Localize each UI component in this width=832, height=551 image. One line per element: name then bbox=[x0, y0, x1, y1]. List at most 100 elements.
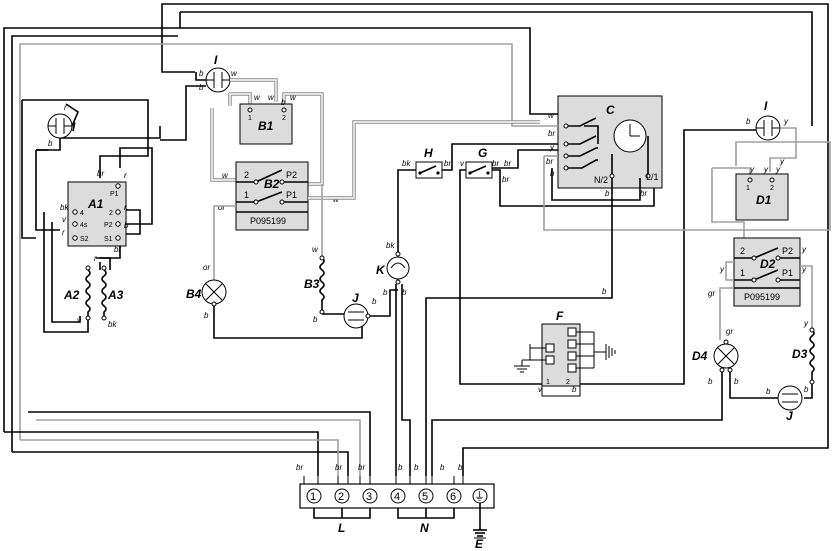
d2-switch: D2 2 P2 1 P1 P095199 y y y gr bbox=[708, 237, 813, 340]
svg-text:gr: gr bbox=[708, 289, 715, 298]
d4-label: D4 bbox=[692, 349, 708, 363]
c-pin-n2: N/2 bbox=[594, 175, 608, 185]
j-mid-motor: J b bbox=[343, 289, 398, 329]
f-pin-2: 2 bbox=[566, 379, 570, 386]
b2-part-number: P095199 bbox=[250, 216, 286, 226]
svg-text:y: y bbox=[763, 165, 769, 174]
terminal-1: 1 bbox=[310, 491, 316, 503]
svg-text:b: b bbox=[440, 463, 445, 472]
b3-heater: B3 w b bbox=[304, 184, 344, 324]
i-top-lamp: I b b w bbox=[160, 53, 278, 141]
svg-text:b: b bbox=[313, 315, 318, 324]
svg-text:v: v bbox=[77, 316, 82, 325]
a1-pin-4s: 4s bbox=[80, 222, 88, 229]
d1-pin-1: 1 bbox=[746, 185, 750, 192]
f-pin-1: 1 bbox=[546, 379, 550, 386]
d4-lamp: D4 gr b b bbox=[431, 327, 778, 476]
svg-text:br: br bbox=[296, 463, 303, 472]
a1-label: A1 bbox=[87, 197, 104, 211]
i-right-lamp: I b y bbox=[746, 99, 797, 172]
i-left-label: I bbox=[72, 120, 76, 134]
svg-text:y: y bbox=[803, 319, 809, 328]
group-l-label: L bbox=[338, 521, 345, 535]
svg-text:P2: P2 bbox=[782, 246, 793, 256]
svg-text:w: w bbox=[268, 93, 275, 102]
svg-text:w: w bbox=[290, 93, 297, 102]
a1-pin-4: 4 bbox=[80, 210, 84, 217]
i-top-label: I bbox=[214, 53, 218, 67]
svg-text:y: y bbox=[749, 165, 755, 174]
k-lamp: K bk b b bbox=[376, 169, 416, 476]
svg-text:b: b bbox=[204, 311, 209, 320]
terminal-3: 3 bbox=[366, 491, 372, 503]
a1-pin-p2: P2 bbox=[104, 222, 113, 229]
svg-text:bk: bk bbox=[386, 241, 395, 250]
d2-box bbox=[733, 237, 801, 307]
b1-block: B1 1 2 w w w b bbox=[210, 92, 324, 186]
g-label: G bbox=[478, 146, 487, 160]
d2-part-number: P095199 bbox=[744, 292, 780, 302]
terminal-4: 4 bbox=[394, 491, 400, 503]
svg-text:b: b bbox=[281, 98, 286, 107]
b1-label: B1 bbox=[258, 119, 274, 133]
i-left-lamp: I r b bbox=[36, 103, 79, 151]
svg-text:v: v bbox=[460, 159, 465, 168]
f-module: F 1 2 v b bbox=[514, 309, 616, 397]
svg-text:w: w bbox=[254, 93, 261, 102]
svg-text:bk: bk bbox=[60, 203, 69, 212]
a1-pin-s1: S1 bbox=[104, 236, 113, 243]
svg-text:b: b bbox=[414, 463, 419, 472]
a2-label: A2 bbox=[63, 288, 80, 302]
svg-text:w: w bbox=[231, 69, 238, 78]
b4-label: B4 bbox=[186, 287, 202, 301]
a1-pin-p1: P1 bbox=[110, 191, 119, 198]
svg-text:1: 1 bbox=[244, 190, 249, 200]
svg-text:v: v bbox=[538, 385, 543, 394]
d2-label: D2 bbox=[760, 257, 776, 271]
group-e-label: E bbox=[475, 537, 484, 551]
svg-text:bk: bk bbox=[108, 320, 117, 329]
svg-text:br: br bbox=[97, 169, 104, 178]
d1-box bbox=[735, 173, 789, 221]
svg-text:gr: gr bbox=[726, 327, 733, 336]
svg-text:b: b bbox=[124, 221, 129, 230]
svg-text:r: r bbox=[62, 228, 65, 237]
group-n-label: N bbox=[420, 521, 429, 535]
svg-text:b: b bbox=[804, 385, 809, 394]
a1-pin-2: 2 bbox=[109, 210, 113, 217]
svg-text:br: br bbox=[492, 159, 499, 168]
svg-text:br: br bbox=[548, 129, 555, 138]
svg-text:y: y bbox=[783, 117, 789, 126]
d1-label: D1 bbox=[756, 193, 772, 207]
svg-text:b: b bbox=[48, 139, 53, 148]
c-timer: C N/2 L/1 w br y br b b br bbox=[425, 95, 831, 476]
svg-text:br: br bbox=[444, 159, 451, 168]
b2-label: B2 bbox=[264, 177, 280, 191]
svg-text:b: b bbox=[199, 83, 204, 92]
svg-text:P2: P2 bbox=[286, 170, 297, 180]
h-switch: H bk br bbox=[402, 143, 560, 179]
svg-text:b: b bbox=[708, 377, 713, 386]
svg-text:b: b bbox=[766, 387, 771, 396]
svg-text:br: br bbox=[335, 463, 342, 472]
svg-text:b: b bbox=[402, 288, 407, 297]
outer-wires bbox=[3, 3, 829, 476]
a1-block: A1 P1 2 P2 S1 4 4s S2 bk v r br r r b br bbox=[21, 99, 161, 333]
svg-text:or: or bbox=[218, 203, 225, 212]
a3-label: A3 bbox=[107, 288, 124, 302]
svg-text:P1: P1 bbox=[782, 268, 793, 278]
terminal-2: 2 bbox=[338, 491, 344, 503]
terminal-6: 6 bbox=[450, 491, 456, 503]
svg-text:b: b bbox=[572, 385, 577, 394]
svg-text:2: 2 bbox=[740, 246, 745, 256]
d3-heater: D3 y b bbox=[792, 319, 815, 399]
a2-a3-heaters: A2 A3 r v bk bbox=[63, 254, 124, 329]
svg-text:br: br bbox=[546, 157, 553, 166]
terminal-5: 5 bbox=[422, 491, 428, 503]
svg-text:y: y bbox=[549, 143, 555, 152]
svg-text:v: v bbox=[62, 215, 67, 224]
svg-text:b: b bbox=[398, 463, 403, 472]
svg-text:w: w bbox=[312, 245, 319, 254]
h-label: H bbox=[424, 146, 433, 160]
